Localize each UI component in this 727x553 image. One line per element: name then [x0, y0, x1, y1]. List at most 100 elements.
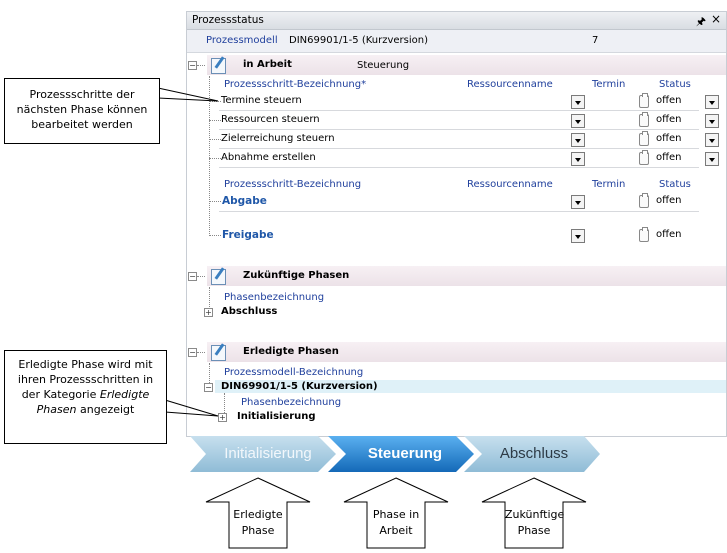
column-header-resource-milestones[interactable]: Ressourcenname [467, 179, 553, 190]
stepper-label-done: Initialisierung [224, 445, 312, 462]
arrow-future-phase [481, 477, 587, 549]
tree-line [197, 65, 205, 66]
column-header-model[interactable]: Prozessmodell-Bezeichnung [224, 367, 364, 378]
tree-line [224, 393, 225, 417]
tree-line [209, 363, 210, 391]
collapse-in-arbeit-icon[interactable]: − [188, 61, 197, 70]
status-dropdown[interactable] [705, 133, 719, 147]
panel-title: Prozessstatus [192, 14, 264, 26]
step-name: Termine steuern [221, 95, 302, 106]
done-model-name[interactable]: DIN69901/1-5 (Kurzversion) [221, 381, 378, 392]
process-model-label[interactable]: Prozessmodell [206, 35, 278, 46]
arrow-done-phase [205, 477, 311, 549]
resource-dropdown[interactable] [571, 114, 585, 128]
tree-line [209, 158, 221, 159]
step-status: offen [656, 114, 682, 125]
process-status-panel: Prozessstatus 🖈 × Prozessmodell DIN69901… [186, 11, 727, 437]
clipboard-icon [639, 227, 649, 242]
tree-line [209, 120, 221, 121]
callout-done-phase-text: Erledigte Phase wird mit ihren Prozesssc… [5, 351, 166, 417]
stepper-chevron-active[interactable] [328, 436, 474, 472]
status-dropdown[interactable] [705, 95, 719, 109]
section-title-future: Zukünftige Phasen [243, 270, 350, 281]
tree-line [209, 76, 210, 236]
callout-next-phase-text: Prozessschritte der nächsten Phase könne… [16, 88, 148, 131]
expand-abschluss-icon[interactable]: + [204, 308, 213, 317]
stepper-chevron-future[interactable] [464, 436, 600, 472]
edit-icon [211, 269, 226, 285]
row-divider [219, 110, 699, 111]
step-status: offen [656, 95, 682, 106]
callout-done-italic: Erledigte Phasen [36, 388, 150, 416]
tree-line [197, 352, 205, 353]
step-status: offen [656, 152, 682, 163]
phase-stepper [190, 436, 600, 472]
clipboard-icon [639, 193, 649, 208]
column-header-date[interactable]: Termin [592, 79, 626, 90]
tree-line [209, 287, 210, 309]
arrow-label-done: Erledigte Phase [233, 508, 283, 537]
milestone-name: Freigabe [222, 229, 274, 241]
arrow-label-future: Zukünftige Phase [505, 508, 565, 537]
resource-dropdown[interactable] [571, 133, 585, 147]
edit-icon [211, 58, 226, 74]
stepper-chevron-done[interactable] [190, 436, 336, 472]
resource-dropdown[interactable] [571, 229, 585, 243]
stepper-label-future: Abschluss [499, 445, 569, 462]
tree-line [209, 201, 221, 202]
arrow-active-phase [343, 477, 449, 549]
process-model-value: DIN69901/1-5 (Kurzversion) [289, 35, 429, 46]
step-name: Ressourcen steuern [221, 114, 320, 125]
tree-line [197, 276, 205, 277]
column-header-step[interactable]: Prozessschritt-Bezeichnung* [224, 79, 367, 90]
row-divider [219, 129, 699, 130]
resource-dropdown[interactable] [571, 95, 585, 109]
column-header-phase-done[interactable]: Phasenbezeichnung [241, 397, 342, 408]
callout-next-phase: Prozessschritte der nächsten Phase könne… [4, 78, 160, 144]
tree-line [209, 101, 221, 102]
stepper-label-active: Steuerung [367, 445, 443, 462]
callout-done-prefix: Erledigte Phase wird mit ihren Prozesssc… [17, 358, 154, 401]
pin-icon[interactable]: 🖈 [695, 15, 706, 28]
phase-arrows [205, 477, 587, 549]
column-header-phase[interactable]: Phasenbezeichnung [224, 292, 325, 303]
future-phase-name[interactable]: Abschluss [221, 306, 278, 317]
status-dropdown[interactable] [705, 152, 719, 166]
column-header-status[interactable]: Status [659, 79, 691, 90]
selected-row-highlight [215, 380, 726, 393]
tree-line [209, 139, 221, 140]
section-bar-future [207, 266, 726, 286]
column-header-resource[interactable]: Ressourcenname [467, 79, 553, 90]
arrow-label-active: Phase in Arbeit [372, 508, 420, 537]
section-bar-done [207, 342, 726, 362]
process-model-number: 7 [592, 35, 599, 46]
column-header-step-milestones[interactable]: Prozessschritt-Bezeichnung [224, 179, 362, 190]
clipboard-icon [639, 131, 649, 146]
clipboard-icon [639, 112, 649, 127]
status-dropdown[interactable] [705, 114, 719, 128]
step-status: offen [656, 133, 682, 144]
section-bar-in-arbeit [207, 55, 726, 75]
column-header-date-milestones[interactable]: Termin [592, 179, 626, 190]
process-model-row: Prozessmodell DIN69901/1-5 (Kurzversion)… [187, 30, 726, 53]
step-name: Zielerreichung steuern [221, 133, 335, 144]
section-title-in-arbeit: in Arbeit [243, 59, 292, 70]
milestone-status: offen [656, 229, 682, 240]
collapse-done-phases-icon[interactable]: − [188, 348, 197, 357]
tree-line [209, 235, 221, 236]
row-divider [219, 211, 699, 212]
collapse-future-phases-icon[interactable]: − [188, 272, 197, 281]
expand-initialisierung-icon[interactable]: + [218, 413, 227, 422]
clipboard-icon [639, 150, 649, 165]
close-icon[interactable]: × [710, 12, 721, 26]
resource-dropdown[interactable] [571, 152, 585, 166]
panel-titlebar: Prozessstatus 🖈 × [187, 12, 726, 30]
resource-dropdown[interactable] [571, 195, 585, 209]
current-phase-name: Steuerung [357, 60, 410, 71]
collapse-model-icon[interactable]: − [204, 383, 213, 392]
row-divider [219, 148, 699, 149]
column-header-status-milestones[interactable]: Status [659, 179, 691, 190]
done-phase-name[interactable]: Initialisierung [237, 411, 316, 422]
edit-icon [211, 345, 226, 361]
